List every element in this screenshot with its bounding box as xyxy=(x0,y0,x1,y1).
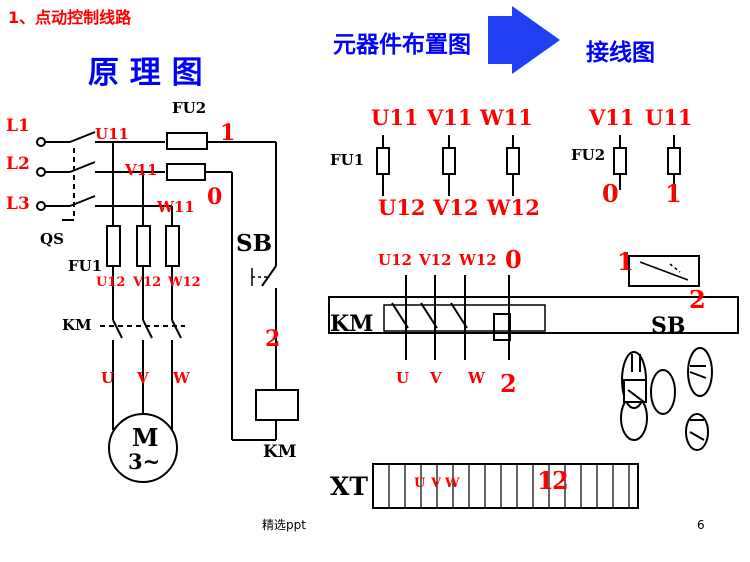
wire-label-u11: U11 xyxy=(95,125,129,143)
ctrl-node-0: 0 xyxy=(207,184,223,210)
xt-term-v: V xyxy=(431,476,442,491)
layout-fu1-label: FU1 xyxy=(330,151,365,169)
schematic-lines xyxy=(36,131,299,483)
sb-node-1: 1 xyxy=(617,247,634,276)
layout-sb-label: SB xyxy=(651,313,686,339)
layout-lines xyxy=(328,135,739,509)
layout-km-label: KM xyxy=(330,311,374,337)
phase-label-l3: L3 xyxy=(6,194,30,214)
sb-label: SB xyxy=(236,230,273,257)
motor-term-w: W xyxy=(173,369,190,387)
page-number: 6 xyxy=(697,518,705,532)
motor-label-3phase: 3~ xyxy=(128,449,161,474)
km-top-w12: W12 xyxy=(459,251,497,269)
sb-node-2: 2 xyxy=(689,285,706,314)
fu1-bottom-v12: V12 xyxy=(433,195,479,220)
km-bottom-w: W xyxy=(468,369,485,387)
motor-term-v: V xyxy=(137,369,149,387)
km-top-0: 0 xyxy=(505,245,522,274)
fu1-top-v11: V11 xyxy=(427,105,473,130)
wire-label-u12: U12 xyxy=(96,275,126,290)
layout-fu2-label: FU2 xyxy=(571,146,606,164)
slide-title: 1、点动控制线路 xyxy=(8,8,132,27)
km-bottom-2: 2 xyxy=(500,369,517,398)
motor-label-m: M xyxy=(132,423,159,452)
footer-source: 精选ppt xyxy=(262,518,306,532)
km-bottom-v: V xyxy=(430,369,442,387)
fu1-top-u11: U11 xyxy=(371,105,419,130)
fu1-top-w11: W11 xyxy=(480,105,533,130)
fu1-bottom-w12: W12 xyxy=(487,195,540,220)
arrow-shape xyxy=(488,6,560,74)
fu2-top-v11: V11 xyxy=(589,105,635,130)
wire-label-v12: V12 xyxy=(133,275,162,290)
xt-term-u: U xyxy=(414,476,426,491)
xt-dividers xyxy=(388,464,630,508)
km-top-v12: V12 xyxy=(419,251,452,269)
qs-label: QS xyxy=(40,230,64,248)
km-contacts-label: KM xyxy=(62,316,92,334)
ctrl-node-1: 1 xyxy=(220,120,236,146)
phase-label-l2: L2 xyxy=(6,154,30,174)
xt-label: XT xyxy=(330,472,369,501)
wire-label-v11: V11 xyxy=(125,161,158,179)
km-bottom-u: U xyxy=(396,369,410,387)
xt-term-w: W xyxy=(445,476,460,491)
km-coil-label: KM xyxy=(263,442,297,462)
wire-label-w12: W12 xyxy=(168,275,201,290)
fu2-label: FU2 xyxy=(172,99,207,117)
motor-term-u: U xyxy=(101,369,115,387)
fu1-label: FU1 xyxy=(68,257,103,275)
fu2-bottom-0: 0 xyxy=(602,179,619,208)
xt-num-1: 1 xyxy=(537,466,554,495)
km-top-u12: U12 xyxy=(378,251,412,269)
fu2-top-u11: U11 xyxy=(645,105,693,130)
phase-label-l1: L1 xyxy=(6,116,30,136)
schematic-title: 原 理 图 xyxy=(88,55,203,91)
ctrl-node-2: 2 xyxy=(265,326,281,352)
layout-diagram-title: 元器件布置图 xyxy=(333,32,471,58)
fu1-bottom-u12: U12 xyxy=(378,195,426,220)
wiring-diagram-title: 接线图 xyxy=(586,40,655,66)
xt-num-2: 2 xyxy=(552,466,569,495)
fu2-bottom-1: 1 xyxy=(665,179,682,208)
wire-label-w11: W11 xyxy=(157,198,195,216)
